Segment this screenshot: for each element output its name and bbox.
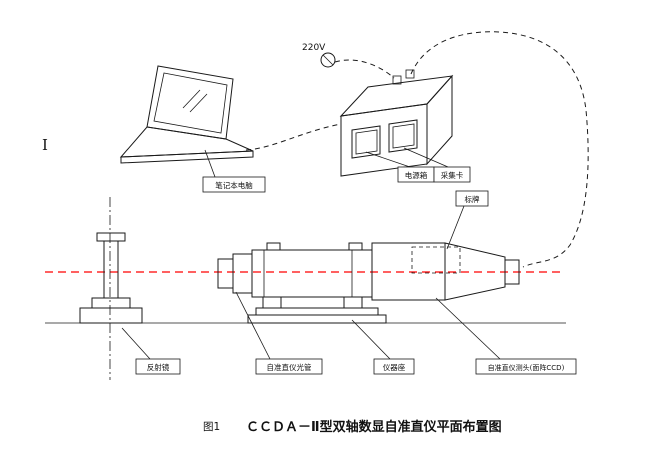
box-right-face bbox=[426, 74, 453, 166]
label-reflector: 反射镜 bbox=[135, 358, 181, 375]
label-instrument-base: 仪器座 bbox=[373, 358, 415, 375]
laptop-screen bbox=[146, 65, 234, 140]
base-lower-plate bbox=[247, 314, 387, 324]
laptop-screen-inner bbox=[153, 72, 228, 134]
tube-end-segment bbox=[217, 258, 234, 289]
svg-text:采集卡: 采集卡 bbox=[441, 170, 464, 180]
box-top-face bbox=[339, 75, 454, 117]
caption-title: ＣＣＤＡ－Ⅱ型双轴数显自准直仪平面布置图 bbox=[246, 419, 502, 435]
label-autocollimator-tube: 自准直仪光管 bbox=[255, 358, 323, 375]
svg-text:仪器座: 仪器座 bbox=[383, 362, 406, 372]
tube-knob bbox=[348, 242, 363, 251]
svg-text:反射镜: 反射镜 bbox=[147, 362, 170, 372]
cable-laptop-to-box bbox=[245, 123, 342, 151]
svg-text:自准直仪光管: 自准直仪光管 bbox=[267, 362, 312, 372]
connector-stub bbox=[392, 75, 402, 85]
cable-box-to-head bbox=[410, 31, 589, 268]
measuring-head-illustration bbox=[371, 242, 520, 301]
power-box-illustration bbox=[339, 69, 454, 177]
svg-text:笔记本电脑: 笔记本电脑 bbox=[215, 180, 253, 190]
screen-glare-mark bbox=[182, 89, 201, 109]
tube-body bbox=[251, 249, 373, 298]
screen-glare-mark bbox=[189, 93, 208, 113]
tube-knob bbox=[266, 242, 281, 251]
label-measuring-head: 自准直仪测头(面阵CCD) bbox=[475, 358, 577, 375]
connector-stub bbox=[405, 69, 415, 79]
voltage-label: 220V bbox=[302, 43, 326, 53]
base-upper-plate bbox=[255, 307, 379, 316]
leader-base bbox=[351, 319, 391, 360]
leader-capture-card bbox=[403, 147, 449, 168]
cable-plug-to-box bbox=[334, 59, 395, 79]
reflector-top-cap bbox=[96, 232, 126, 242]
laptop-illustration bbox=[119, 65, 254, 164]
leader-nameplate bbox=[446, 205, 465, 250]
stray-cursor-mark: I bbox=[42, 136, 48, 154]
power-box-slot-inner bbox=[355, 129, 378, 155]
laptop-keyboard bbox=[119, 126, 254, 158]
capture-card-slot-inner bbox=[392, 123, 415, 149]
capture-card-slot bbox=[388, 119, 418, 153]
head-taper bbox=[444, 242, 506, 301]
head-body bbox=[371, 242, 446, 301]
leader-laptop bbox=[204, 149, 216, 178]
caption-figure-no: 图1 bbox=[203, 421, 220, 433]
tube-support bbox=[343, 296, 363, 309]
leader-reflector bbox=[121, 327, 151, 360]
autocollimator-tube-illustration bbox=[217, 242, 373, 309]
reflector-step bbox=[91, 297, 131, 309]
power-box-slot bbox=[351, 125, 381, 159]
reflector-base bbox=[79, 307, 143, 324]
instrument-base-illustration bbox=[247, 307, 387, 324]
svg-text:标牌: 标牌 bbox=[465, 194, 480, 204]
label-laptop: 笔记本电脑 bbox=[202, 176, 266, 193]
laptop-base-edge bbox=[120, 150, 254, 164]
tube-segment bbox=[232, 253, 253, 294]
power-plug-icon bbox=[320, 52, 336, 68]
svg-text:自准直仪测头(面阵CCD): 自准直仪测头(面阵CCD) bbox=[488, 363, 565, 372]
label-power-box: 电源箱 bbox=[397, 166, 435, 183]
leader-head bbox=[435, 297, 501, 360]
reflector-illustration bbox=[79, 232, 143, 324]
nameplate-dashed-box bbox=[411, 246, 461, 274]
leader-power-box bbox=[365, 151, 411, 168]
reflector-mirror bbox=[103, 240, 119, 299]
label-nameplate: 标牌 bbox=[455, 190, 489, 207]
tube-support bbox=[262, 296, 282, 309]
svg-text:电源箱: 电源箱 bbox=[405, 170, 428, 180]
head-end-cap bbox=[504, 259, 520, 285]
label-capture-card: 采集卡 bbox=[433, 166, 471, 183]
leader-tube bbox=[235, 291, 271, 360]
